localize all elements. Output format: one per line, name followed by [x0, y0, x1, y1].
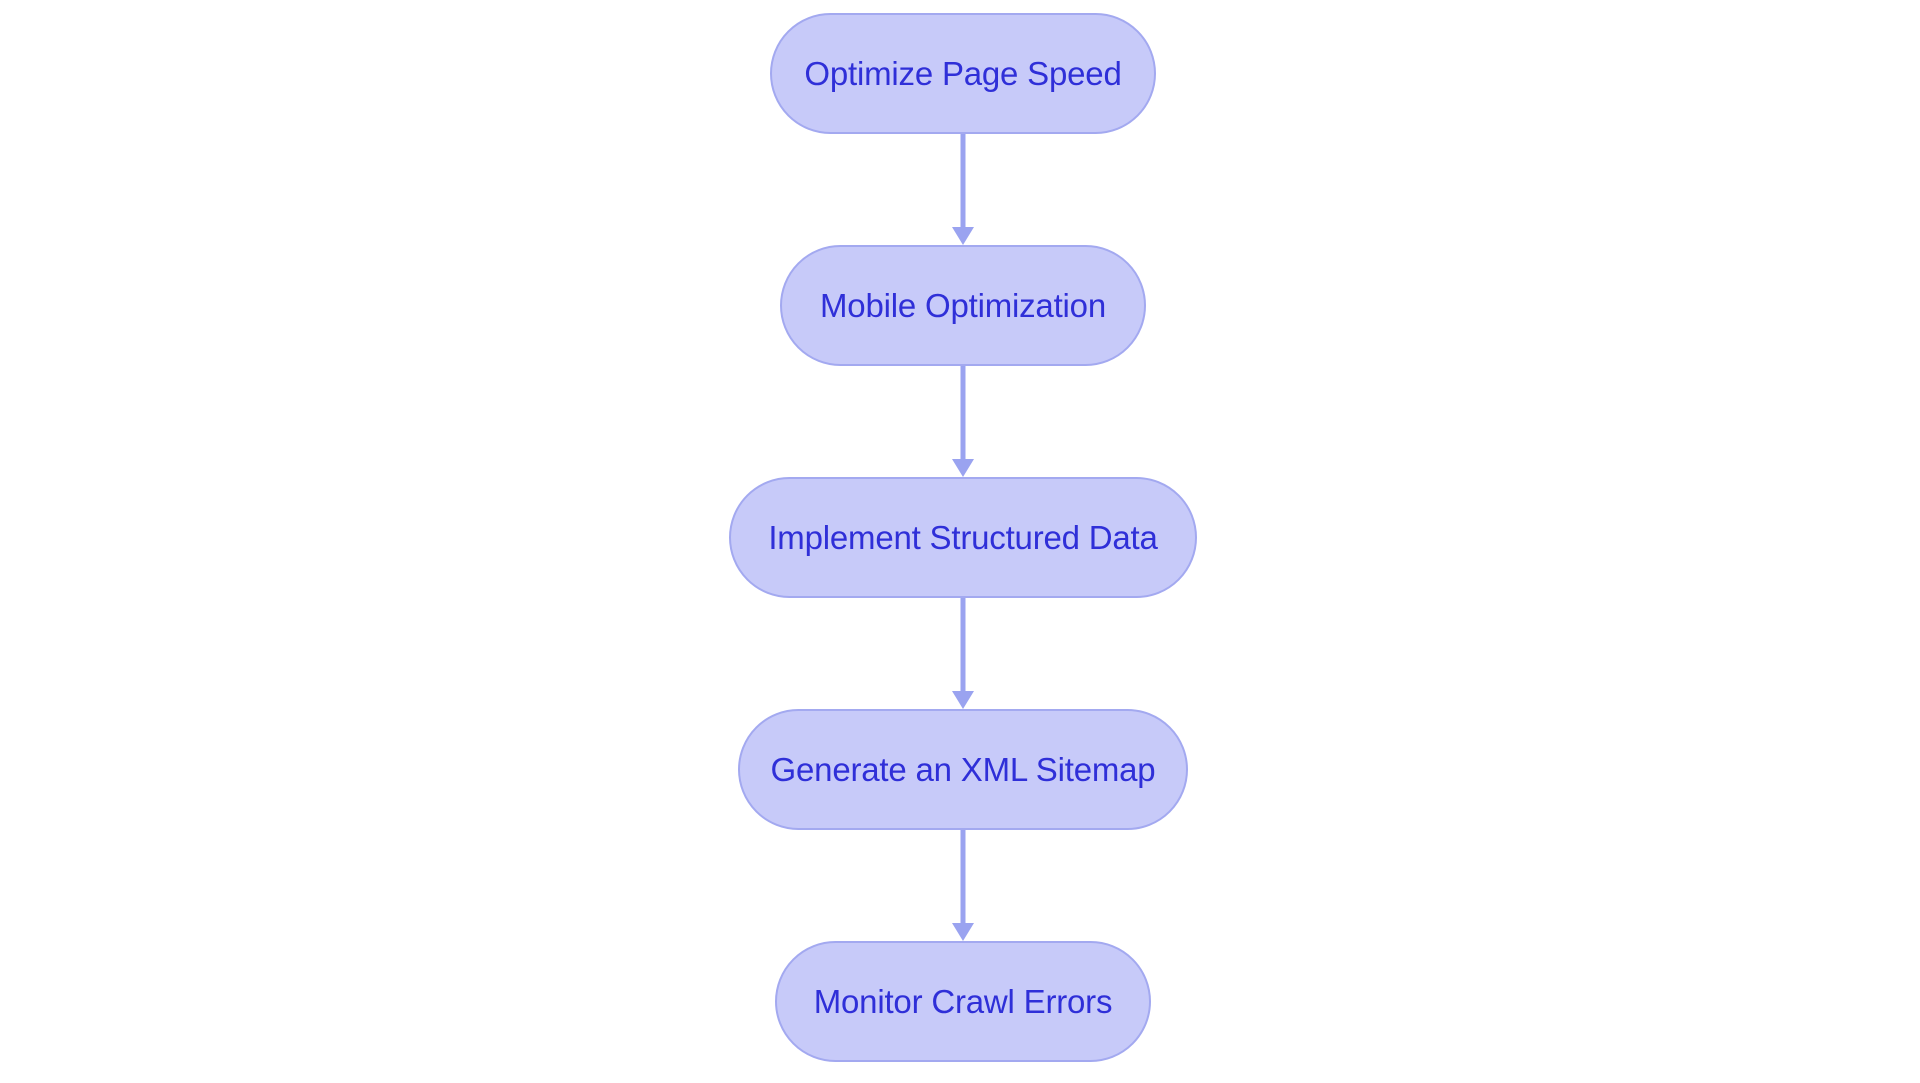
flow-node-label: Mobile Optimization	[820, 287, 1106, 324]
flow-edge	[952, 134, 974, 245]
flow-edge	[952, 366, 974, 477]
flow-node-n5[interactable]: Monitor Crawl Errors	[775, 941, 1151, 1062]
flow-node-label: Generate an XML Sitemap	[770, 751, 1156, 788]
flow-node-n2[interactable]: Mobile Optimization	[780, 245, 1146, 366]
flow-node-n3[interactable]: Implement Structured Data	[729, 477, 1197, 598]
flow-node-label: Monitor Crawl Errors	[813, 983, 1113, 1020]
flow-node-label: Implement Structured Data	[768, 519, 1158, 556]
flow-node-n4[interactable]: Generate an XML Sitemap	[738, 709, 1188, 830]
flow-edge	[952, 598, 974, 709]
flow-edge	[952, 830, 974, 941]
flow-node-label: Optimize Page Speed	[804, 55, 1122, 92]
flow-node-n1[interactable]: Optimize Page Speed	[770, 13, 1156, 134]
